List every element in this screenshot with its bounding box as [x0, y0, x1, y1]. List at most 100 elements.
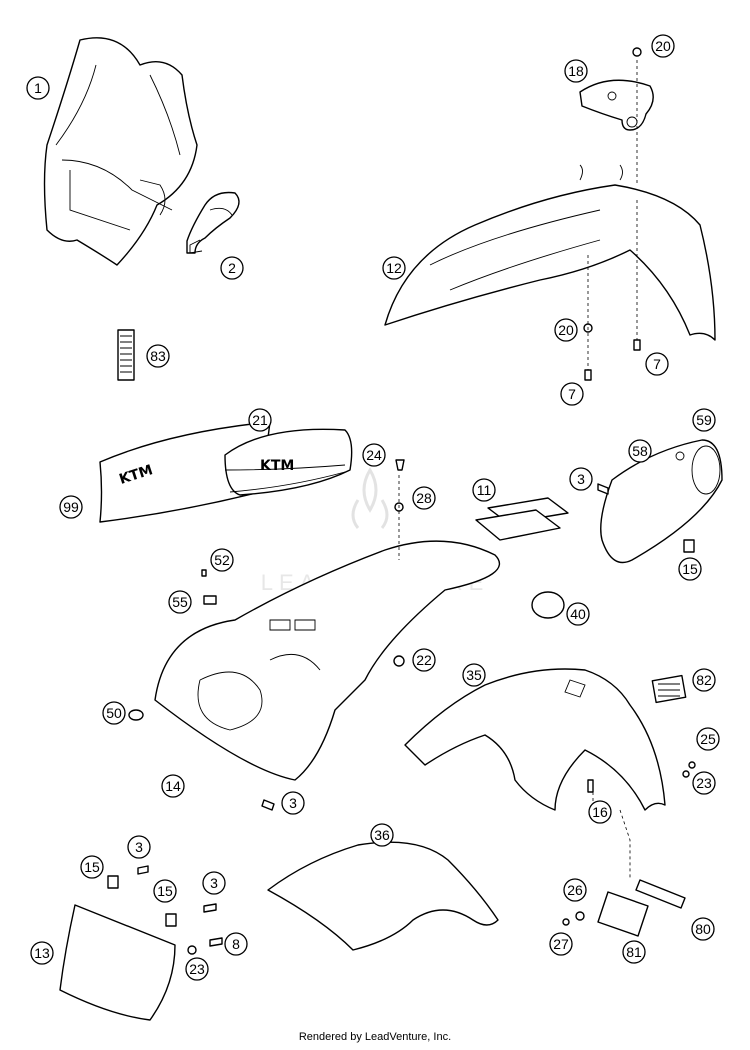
- callout-59: 59: [692, 408, 716, 432]
- callout-11: 11: [472, 478, 496, 502]
- svg-text:13: 13: [34, 945, 50, 961]
- callout-24: 24: [362, 443, 386, 467]
- callout-7: 7: [645, 352, 669, 376]
- callout-23: 23: [692, 771, 716, 795]
- svg-text:1: 1: [34, 80, 42, 96]
- callout-28: 28: [412, 486, 436, 510]
- callout-7: 7: [560, 382, 584, 406]
- svg-text:50: 50: [106, 705, 122, 721]
- callout-20: 20: [651, 34, 675, 58]
- svg-text:2: 2: [228, 260, 236, 276]
- svg-text:15: 15: [84, 859, 100, 875]
- svg-text:8: 8: [232, 936, 240, 952]
- callouts: 1 2 20 18 12 20 7 7 83 21 24 28 99 11 59…: [26, 34, 720, 981]
- rear-fender: [154, 540, 501, 781]
- svg-text:25: 25: [700, 731, 716, 747]
- callout-35: 35: [462, 663, 486, 687]
- svg-text:81: 81: [626, 944, 642, 960]
- svg-text:26: 26: [567, 882, 583, 898]
- front-fender: [384, 164, 716, 341]
- svg-text:12: 12: [386, 260, 402, 276]
- svg-text:7: 7: [568, 386, 576, 402]
- svg-text:3: 3: [577, 471, 585, 487]
- callout-13: 13: [30, 941, 54, 965]
- callout-3: 3: [127, 835, 151, 859]
- svg-text:99: 99: [63, 499, 79, 515]
- callout-25: 25: [696, 727, 720, 751]
- callout-81: 81: [622, 940, 646, 964]
- side-panel: [404, 668, 666, 811]
- svg-text:80: 80: [695, 921, 711, 937]
- tank-cylinder: [600, 439, 723, 564]
- plate-holder: [597, 879, 686, 937]
- svg-text:15: 15: [682, 561, 698, 577]
- callout-16: 16: [588, 800, 612, 824]
- svg-text:7: 7: [653, 356, 661, 372]
- callout-58: 58: [628, 439, 652, 463]
- svg-text:22: 22: [416, 652, 432, 668]
- callout-3: 3: [202, 871, 226, 895]
- callout-50: 50: [102, 701, 126, 725]
- headlight-mask: [43, 37, 198, 266]
- callout-1: 1: [26, 76, 50, 100]
- callout-55: 55: [168, 590, 192, 614]
- svg-text:15: 15: [157, 883, 173, 899]
- callout-8: 8: [224, 932, 248, 956]
- svg-text:24: 24: [366, 447, 382, 463]
- callout-12: 12: [382, 256, 406, 280]
- callout-27: 27: [549, 932, 573, 956]
- svg-text:3: 3: [210, 875, 218, 891]
- fender-bracket: [579, 79, 654, 131]
- sticker-83: [117, 329, 135, 381]
- svg-text:83: 83: [150, 348, 166, 364]
- callout-3: 3: [569, 467, 593, 491]
- svg-text:18: 18: [568, 63, 584, 79]
- svg-text:36: 36: [374, 827, 390, 843]
- callout-18: 18: [564, 59, 588, 83]
- callout-99: 99: [59, 495, 83, 519]
- svg-text:58: 58: [632, 443, 648, 459]
- callout-3: 3: [281, 791, 305, 815]
- callout-21: 21: [248, 408, 272, 432]
- svg-text:27: 27: [553, 936, 569, 952]
- svg-text:52: 52: [214, 552, 230, 568]
- callout-14: 14: [161, 774, 185, 798]
- svg-text:20: 20: [558, 322, 574, 338]
- reflector-82: [651, 674, 687, 704]
- svg-text:23: 23: [696, 775, 712, 791]
- callout-40: 40: [566, 602, 590, 626]
- callout-36: 36: [370, 823, 394, 847]
- svg-text:3: 3: [289, 795, 297, 811]
- callout-23: 23: [185, 957, 209, 981]
- callout-20: 20: [554, 318, 578, 342]
- headlight-bracket: [186, 191, 240, 254]
- callout-15: 15: [678, 557, 702, 581]
- svg-text:23: 23: [189, 961, 205, 977]
- callout-26: 26: [563, 878, 587, 902]
- assembly-lines: [398, 60, 638, 880]
- callout-15: 15: [80, 855, 104, 879]
- svg-text:11: 11: [477, 482, 492, 498]
- svg-text:28: 28: [416, 490, 432, 506]
- side-cover: [267, 841, 499, 951]
- callout-15: 15: [153, 879, 177, 903]
- callout-83: 83: [146, 344, 170, 368]
- svg-text:14: 14: [165, 778, 181, 794]
- svg-text:40: 40: [570, 606, 586, 622]
- callout-2: 2: [220, 256, 244, 280]
- foam-pads: [475, 497, 569, 541]
- svg-text:35: 35: [466, 667, 482, 683]
- svg-text:59: 59: [696, 412, 712, 428]
- callout-82: 82: [692, 668, 716, 692]
- footer-credit: Rendered by LeadVenture, Inc.: [299, 1031, 451, 1043]
- callout-52: 52: [210, 548, 234, 572]
- svg-text:3: 3: [135, 839, 143, 855]
- svg-text:21: 21: [252, 412, 268, 428]
- svg-text:20: 20: [655, 38, 671, 54]
- callout-22: 22: [412, 648, 436, 672]
- seat-brand-mark: KTM: [260, 458, 294, 474]
- svg-text:55: 55: [172, 594, 188, 610]
- svg-text:82: 82: [696, 672, 712, 688]
- grommet-40: [531, 591, 565, 619]
